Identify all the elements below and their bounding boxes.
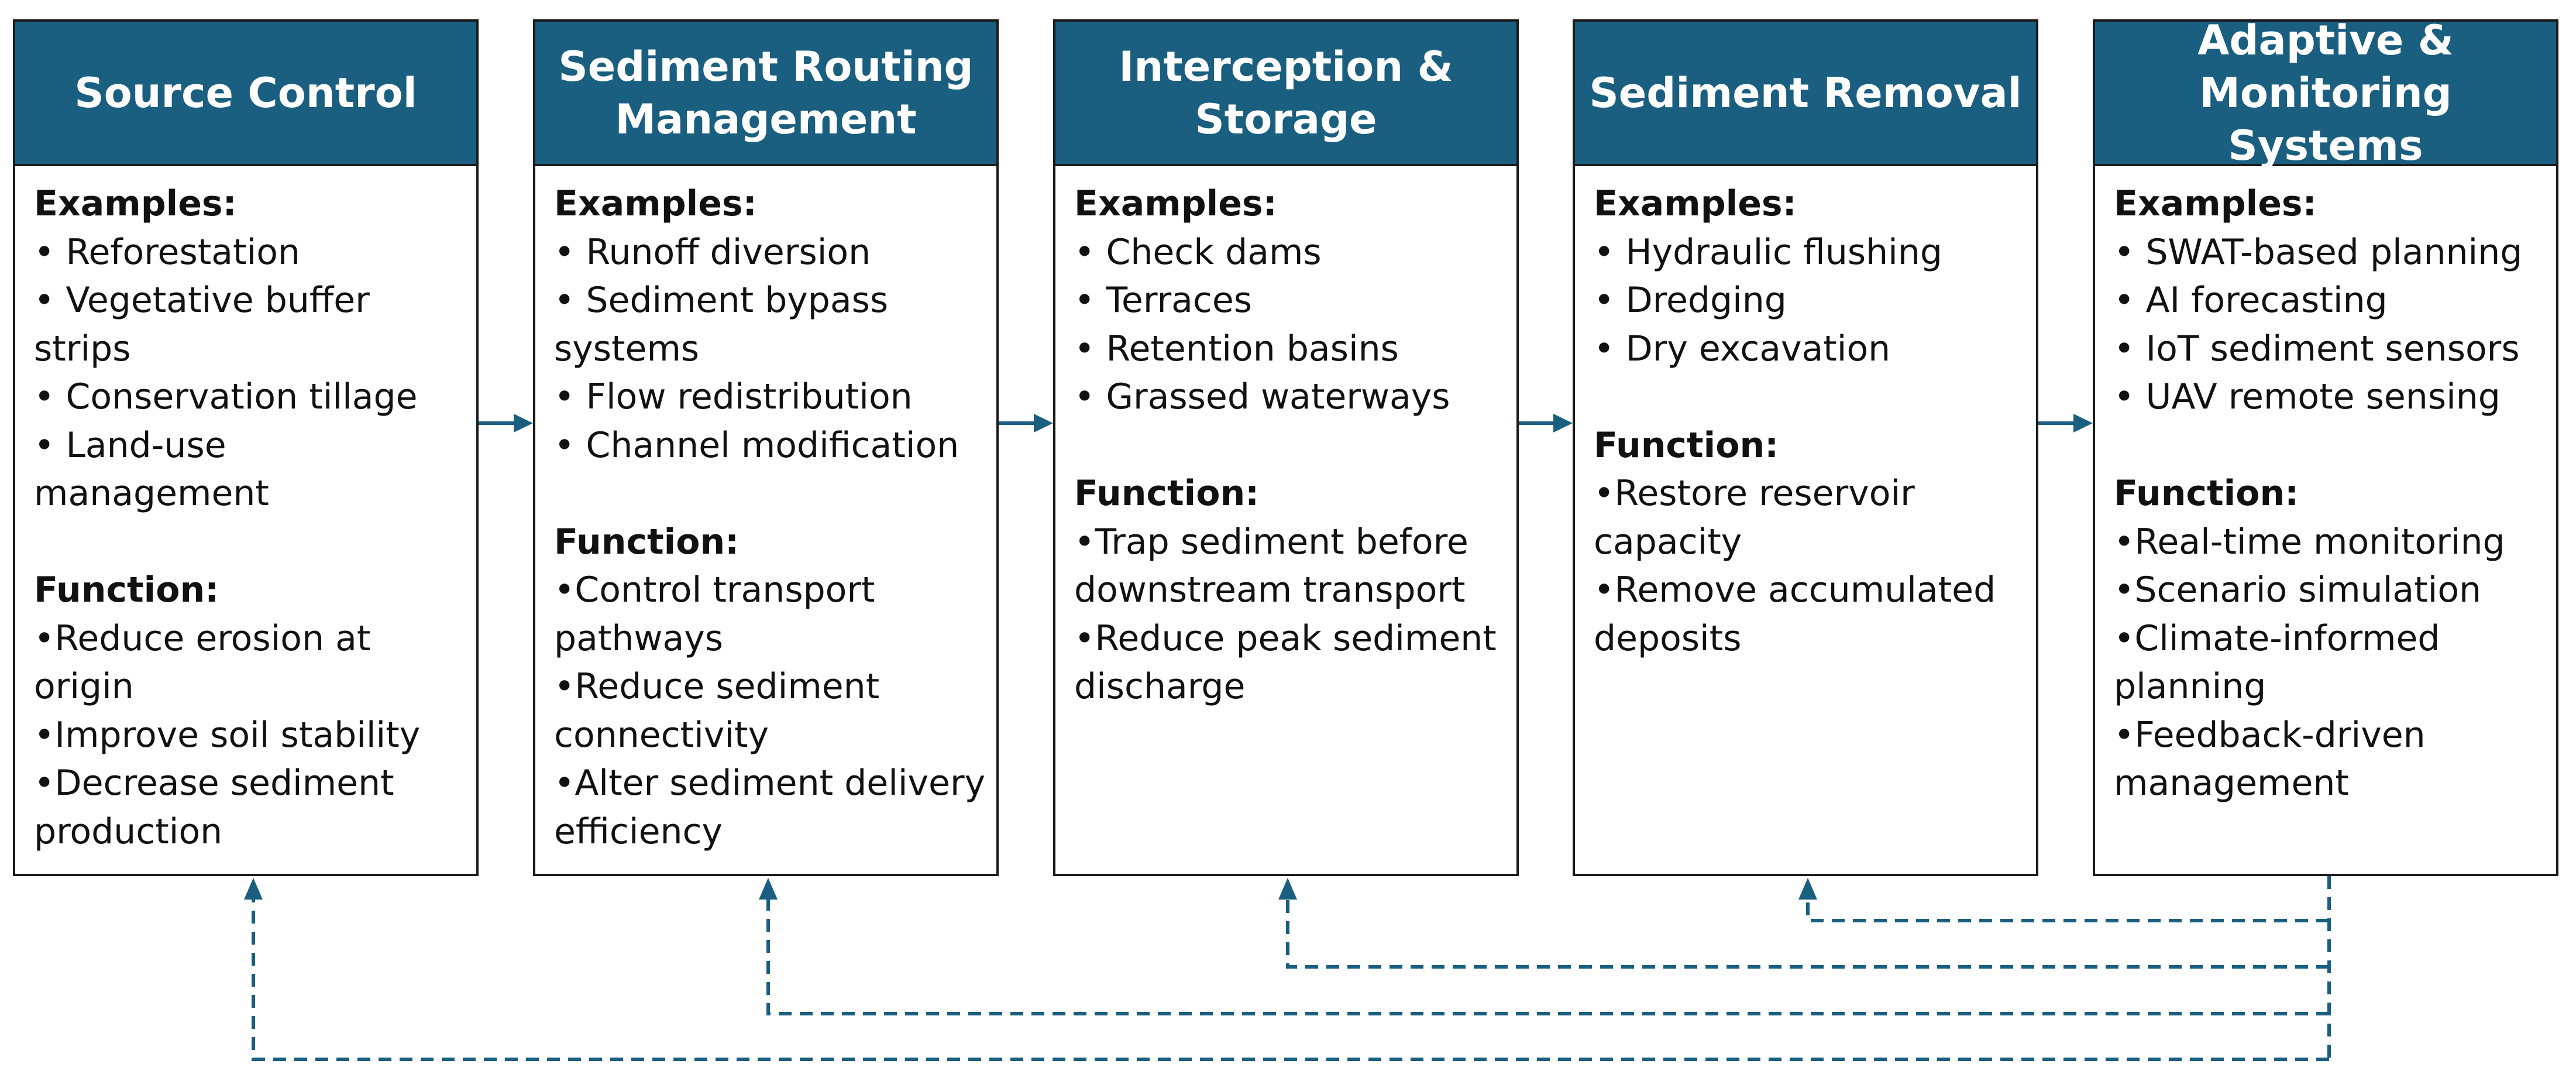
flow-arrow-3-4 bbox=[1519, 414, 1573, 433]
function-item: management bbox=[2114, 763, 2349, 804]
function-item: deposits bbox=[1594, 617, 1742, 659]
function-heading: Function: bbox=[1074, 473, 1260, 514]
function-item: pathways bbox=[554, 617, 724, 659]
example-item: • Dredging bbox=[1594, 280, 1787, 321]
function-item: discharge bbox=[1074, 666, 1246, 707]
function-item: •Climate-informed bbox=[2114, 617, 2440, 659]
panel-header: Sediment Routing Management bbox=[535, 22, 996, 166]
function-item: •Real-time monitoring bbox=[2114, 521, 2505, 562]
example-item: • Terraces bbox=[1074, 280, 1253, 321]
example-item: • UAV remote sensing bbox=[2114, 376, 2501, 417]
function-item: •Trap sediment before bbox=[1074, 521, 1468, 562]
example-item: • AI forecasting bbox=[2114, 280, 2388, 321]
function-item: •Reduce sediment bbox=[554, 666, 880, 707]
function-heading: Function: bbox=[1594, 424, 1779, 466]
function-item: •Remove accumulated bbox=[1594, 569, 1996, 610]
function-item: downstream transport bbox=[1074, 569, 1466, 610]
feedback-line-to-sediment-routing bbox=[766, 898, 2329, 1015]
example-item: • Dry excavation bbox=[1594, 328, 1891, 369]
function-item: •Decrease sediment bbox=[34, 763, 394, 804]
example-item: • Runoff diversion bbox=[554, 231, 871, 273]
function-item: •Restore reservoir bbox=[1594, 473, 1915, 514]
function-item: •Control transport bbox=[554, 569, 875, 610]
feedback-arrowhead-sediment-removal bbox=[1798, 878, 1817, 900]
feedback-arrowhead-sediment-routing bbox=[759, 878, 778, 900]
panel-body: Examples: • Check dams • Terraces • Rete… bbox=[1074, 180, 1508, 711]
example-item: • Hydraulic flushing bbox=[1594, 231, 1942, 273]
panel-body: Examples: • Hydraulic flushing • Dredgin… bbox=[1594, 180, 2028, 663]
example-item: • Land-use bbox=[34, 424, 226, 466]
example-item: • Flow redistribution bbox=[554, 376, 913, 417]
function-item: •Reduce peak sediment bbox=[1074, 617, 1497, 659]
examples-heading: Examples: bbox=[2114, 183, 2317, 224]
function-item: •Scenario simulation bbox=[2114, 569, 2482, 610]
panel-header: Interception & Storage bbox=[1055, 22, 1516, 166]
example-item: • Reforestation bbox=[34, 231, 300, 273]
flow-arrow-1-2 bbox=[479, 414, 533, 433]
examples-heading: Examples: bbox=[1074, 183, 1277, 224]
examples-heading: Examples: bbox=[1594, 183, 1797, 224]
panel-title: Adaptive & Monitoring Systems bbox=[2197, 16, 2454, 170]
example-item: management bbox=[34, 473, 269, 514]
example-item: • IoT sediment sensors bbox=[2114, 328, 2520, 369]
feedback-line-to-interception-storage bbox=[1286, 898, 2329, 969]
example-item: • Conservation tillage bbox=[34, 376, 418, 417]
feedback-arrowhead-interception-storage bbox=[1278, 878, 1297, 900]
example-item: • Sediment bypass bbox=[554, 280, 889, 321]
panel-title: Source Control bbox=[74, 68, 417, 117]
flow-arrow-2-3 bbox=[999, 414, 1053, 433]
example-item: systems bbox=[554, 328, 700, 369]
function-heading: Function: bbox=[34, 569, 219, 610]
panel-title: Sediment Removal bbox=[1589, 68, 2022, 117]
panel-title: Interception & Storage bbox=[1119, 42, 1453, 143]
panel-header: Source Control bbox=[15, 22, 476, 166]
function-heading: Function: bbox=[2114, 473, 2299, 514]
feedback-line-to-sediment-removal bbox=[1806, 898, 2329, 922]
function-item: •Alter sediment delivery bbox=[554, 763, 986, 804]
example-item: • Vegetative buffer strips bbox=[34, 280, 370, 369]
panel-source-control: Source Control Examples: • Reforestation… bbox=[13, 19, 479, 876]
feedback-arrowhead-source-control bbox=[244, 878, 263, 900]
function-item: planning bbox=[2114, 666, 2267, 707]
function-item: •Improve soil stability bbox=[34, 714, 421, 756]
function-item: •Reduce erosion at bbox=[34, 617, 371, 659]
function-item: origin bbox=[34, 666, 134, 707]
function-heading: Function: bbox=[554, 521, 740, 562]
panel-body: Examples: • Reforestation • Vegetative b… bbox=[34, 180, 468, 856]
function-item: connectivity bbox=[554, 714, 769, 756]
function-item: •Feedback-driven bbox=[2114, 714, 2426, 756]
feedback-line-to-source-control bbox=[252, 898, 2329, 1061]
panel-header: Sediment Removal bbox=[1575, 22, 2036, 166]
panel-header: Adaptive & Monitoring Systems bbox=[2095, 16, 2556, 170]
panel-body: Examples: • Runoff diversion • Sediment … bbox=[554, 180, 988, 856]
panel-title: Sediment Routing Management bbox=[558, 42, 974, 143]
flow-arrow-4-5 bbox=[2038, 414, 2093, 433]
function-item: efficiency bbox=[554, 811, 723, 852]
examples-heading: Examples: bbox=[554, 183, 757, 224]
panel-body: Examples: • SWAT-based planning • AI for… bbox=[2114, 180, 2548, 808]
example-item: • Grassed waterways bbox=[1074, 376, 1450, 417]
example-item: • SWAT-based planning bbox=[2114, 231, 2523, 273]
panel-adaptive-monitoring-systems: Adaptive & Monitoring Systems Examples: … bbox=[2093, 16, 2558, 876]
examples-heading: Examples: bbox=[34, 183, 237, 224]
panel-interception-storage: Interception & Storage Examples: • Check… bbox=[1053, 19, 1519, 876]
panel-sediment-routing-management: Sediment Routing Management Examples: • … bbox=[533, 19, 999, 876]
panel-sediment-removal: Sediment Removal Examples: • Hydraulic f… bbox=[1573, 19, 2038, 876]
function-item: production bbox=[34, 811, 223, 852]
example-item: • Retention basins bbox=[1074, 328, 1399, 369]
example-item: • Check dams bbox=[1074, 231, 1322, 273]
example-item: • Channel modification bbox=[554, 424, 959, 466]
function-item: capacity bbox=[1594, 521, 1742, 562]
